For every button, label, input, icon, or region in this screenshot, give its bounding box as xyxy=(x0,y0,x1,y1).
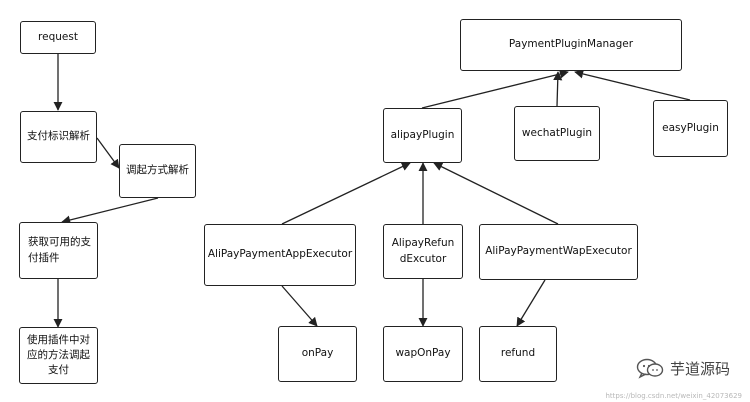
node-refund-executor-line1: AlipayRefun xyxy=(391,237,455,250)
chat-bubble-icon xyxy=(636,358,664,379)
node-easy-plugin: easyPlugin xyxy=(653,100,728,157)
node-use-plugin: 使用插件中对 应的方法调起 支付 xyxy=(19,327,98,384)
edge-appexecutor-to-onpay xyxy=(281,285,318,327)
node-onpay-label: onPay xyxy=(301,347,334,360)
node-get-plugin-line2: 付插件 xyxy=(28,251,60,264)
node-refund-executor: AlipayRefun dExcutor xyxy=(383,224,463,279)
watermark-url: https://blog.csdn.net/weixin_42073629 xyxy=(605,392,742,400)
node-request: request xyxy=(20,21,96,54)
node-use-plugin-line2: 应的方法调起 xyxy=(27,348,90,361)
node-app-executor-label: AliPayPaymentAppExecutor xyxy=(207,248,353,261)
node-refund: refund xyxy=(479,326,557,382)
node-invoke-label: 调起方式解析 xyxy=(126,164,189,177)
node-identify: 支付标识解析 xyxy=(20,111,97,163)
node-manager-label: PaymentPluginManager xyxy=(508,38,634,51)
node-manager: PaymentPluginManager xyxy=(460,19,682,71)
node-alipay-plugin: alipayPlugin xyxy=(383,108,462,163)
node-alipay-plugin-label: alipayPlugin xyxy=(390,128,455,141)
node-invoke: 调起方式解析 xyxy=(119,144,196,198)
edge-easy-to-manager xyxy=(574,69,691,101)
node-onpay: onPay xyxy=(278,326,357,382)
node-easy-plugin-label: easyPlugin xyxy=(662,121,719,134)
watermark-title: 芋道源码 xyxy=(669,359,730,378)
node-waponpay-label: wapOnPay xyxy=(395,347,451,360)
node-refund-executor-line2: dExcutor xyxy=(399,252,447,265)
node-refund-executor-text: AlipayRefun dExcutor xyxy=(392,236,455,266)
node-wap-executor-label: AliPayPaymentWapExecutor xyxy=(485,245,632,258)
node-wap-executor: AliPayPaymentWapExecutor xyxy=(479,224,638,280)
node-identify-label: 支付标识解析 xyxy=(27,130,90,143)
node-app-executor: AliPayPaymentAppExecutor xyxy=(204,224,356,286)
node-get-plugin-text: 获取可用的支 付插件 xyxy=(28,235,91,265)
node-wechat-plugin: wechatPlugin xyxy=(514,106,600,161)
edge-wechat-to-manager xyxy=(553,71,563,107)
watermark: 芋道源码 xyxy=(636,357,730,379)
node-use-plugin-text: 使用插件中对 应的方法调起 支付 xyxy=(27,333,90,379)
node-use-plugin-line1: 使用插件中对 xyxy=(27,333,90,346)
edge-appexecutor-to-alipay xyxy=(281,162,411,225)
edge-identify-to-invoke xyxy=(96,137,120,169)
node-wechat-plugin-label: wechatPlugin xyxy=(521,126,593,139)
node-use-plugin-line3: 支付 xyxy=(48,364,69,377)
node-get-plugin-line1: 获取可用的支 xyxy=(28,236,91,249)
edge-alipay-to-manager xyxy=(421,69,569,109)
node-waponpay: wapOnPay xyxy=(383,326,463,382)
node-refund-label: refund xyxy=(500,347,536,360)
edge-invoke-to-getplugin xyxy=(61,197,159,225)
edge-wapexecutor-to-alipay xyxy=(433,162,559,225)
node-request-label: request xyxy=(38,30,78,43)
node-get-plugin: 获取可用的支 付插件 xyxy=(19,222,98,279)
edge-wapexecutor-to-refund xyxy=(516,279,546,327)
